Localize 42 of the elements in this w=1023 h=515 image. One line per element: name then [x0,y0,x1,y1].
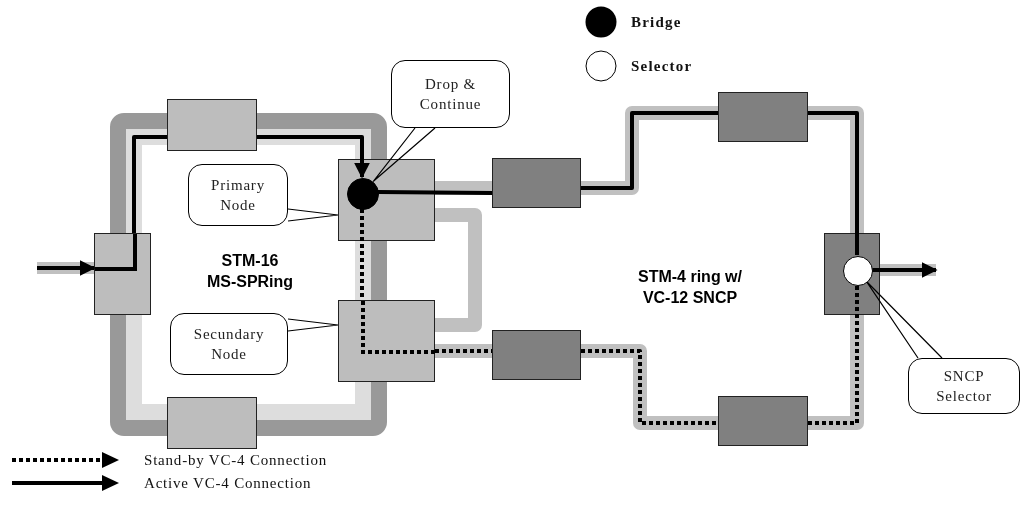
network-element-box [167,99,257,151]
network-element-box [338,300,435,382]
leader-line [287,208,339,222]
callout-text: SNCP Selector [935,366,993,406]
callout-bubble [391,60,510,128]
connection-line [132,135,167,233]
ring-label: STM-4 ring w/ VC-12 SNCP [637,267,743,308]
leader-line [287,318,339,332]
link-band [435,344,492,358]
network-element-box [718,396,808,446]
legend-text: Selector [631,58,693,74]
callout-bubble [170,313,288,375]
network-element-box [492,330,581,380]
network-element-box [338,159,435,241]
link-band [435,208,482,332]
callout-text: Secundary Node [192,324,266,364]
leader-line [866,280,943,359]
legend-text: Active VC-4 Connection [144,475,312,491]
network-element-box [94,233,151,315]
callout-text: Primary Node [210,175,266,215]
link-band [808,106,864,233]
legend-text: Stand-by VC-4 Connection [144,452,328,468]
link-band [808,315,864,430]
selector-circle [843,256,873,286]
callout-bubble [908,358,1020,414]
callout-text: Drop & Continue [418,74,483,114]
legend-text: Bridge [631,14,682,30]
bridge-dot [347,178,379,210]
network-element-box [492,158,581,208]
network-element-box [824,233,880,315]
callout-bubble [188,164,288,226]
dotted-connection-line [808,285,859,425]
leader-line [372,127,436,183]
ring-label: STM-16 MS-SPRing [205,251,295,292]
connection-line [377,190,492,195]
arrow [257,135,370,179]
dotted-connection-line [435,349,492,353]
network-element-box [718,92,808,142]
dotted-connection-line [360,209,364,300]
network-element-box [167,397,257,449]
connection-line [808,111,859,255]
arrow [872,262,938,278]
